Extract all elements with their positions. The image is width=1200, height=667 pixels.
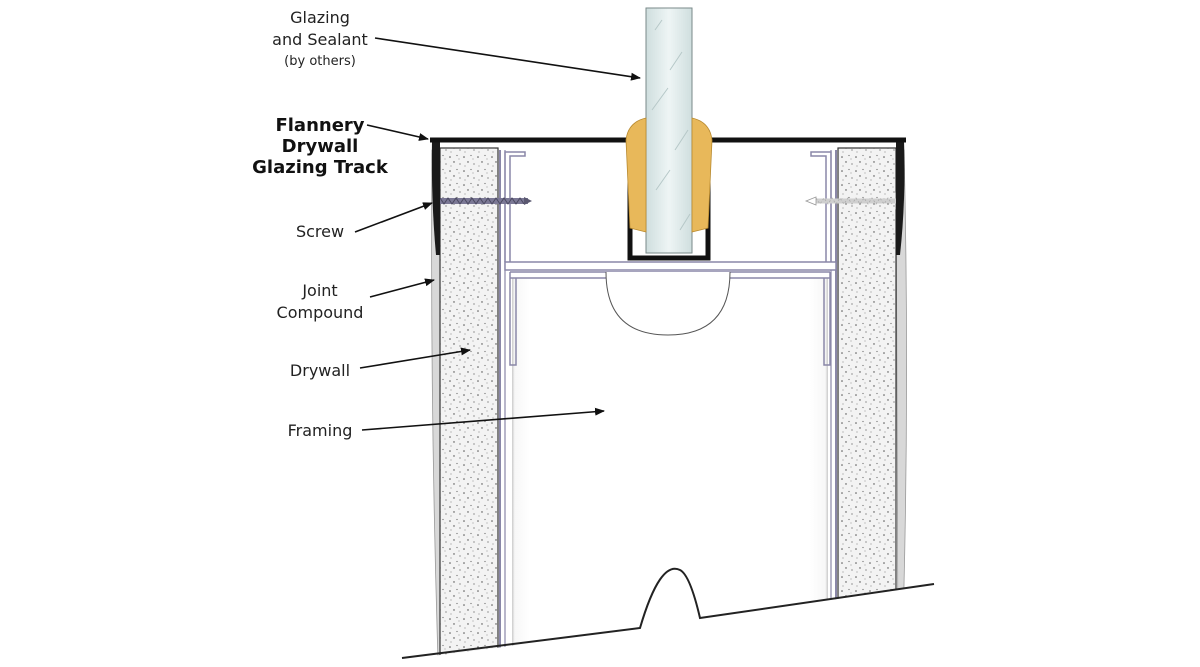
label-drywall: Drywall xyxy=(290,361,350,380)
arrow-drywall xyxy=(359,347,471,369)
glazing-track xyxy=(430,137,906,261)
break-line xyxy=(401,567,935,659)
sealant-right xyxy=(691,117,713,233)
stud-knockout xyxy=(605,271,731,336)
label-framing: Framing xyxy=(288,421,353,440)
arrow-track xyxy=(366,124,429,141)
svg-text:(by others): (by others) xyxy=(284,54,356,69)
arrow-glazing xyxy=(374,37,641,81)
svg-text:Compound: Compound xyxy=(277,303,364,322)
svg-text:Glazing Track: Glazing Track xyxy=(252,157,389,178)
svg-text:Glazing: Glazing xyxy=(290,8,350,27)
svg-text:and Sealant: and Sealant xyxy=(272,30,368,49)
svg-text:Joint: Joint xyxy=(301,281,337,300)
track-edge-left xyxy=(431,140,440,255)
label-joint-compound: Joint Compound xyxy=(277,281,364,322)
svg-text:Drywall: Drywall xyxy=(282,136,359,157)
label-screw: Screw xyxy=(296,222,344,241)
arrow-screw xyxy=(354,202,433,233)
label-glazing: Glazing and Sealant (by others) xyxy=(272,8,368,69)
track-edge-right xyxy=(896,140,905,255)
arrow-framing xyxy=(361,407,605,431)
svg-text:Flannery: Flannery xyxy=(275,115,364,136)
drywall-right xyxy=(837,147,897,660)
drywall-left xyxy=(439,147,499,660)
sealant-left xyxy=(625,117,647,233)
arrow-joint-compound xyxy=(369,278,435,298)
label-track: Flannery Drywall Glazing Track xyxy=(252,115,389,178)
framing-stud xyxy=(504,261,837,660)
glass-panel xyxy=(645,7,693,254)
